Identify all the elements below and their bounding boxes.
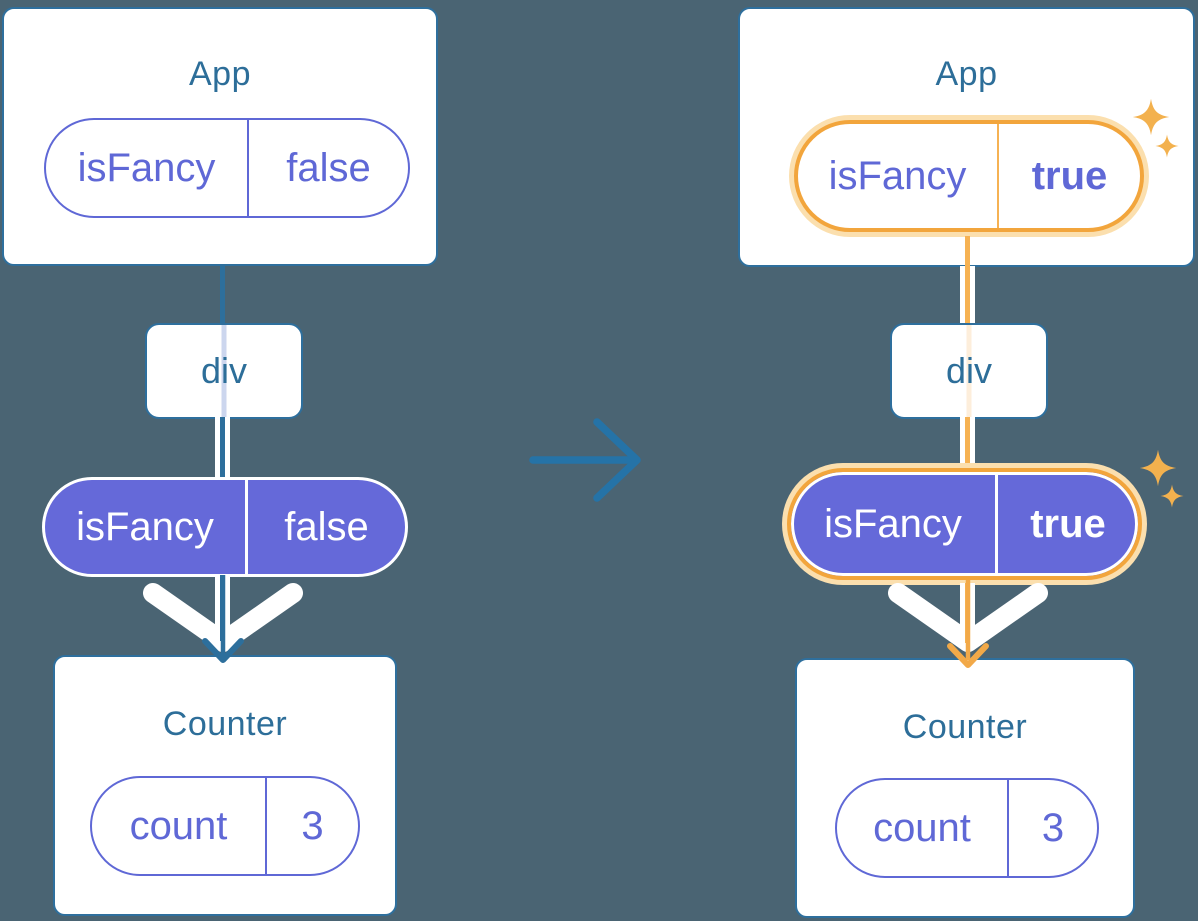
flow-arrow-icon-highlighted (947, 580, 989, 668)
prop-value: false (286, 145, 371, 190)
counter-card: Counter count 3 (795, 658, 1135, 918)
prop-name: isFancy (798, 124, 999, 228)
transition-arrow-icon (529, 418, 641, 502)
sparkle-icon-small (1155, 134, 1179, 158)
sparkle-icon-large (1139, 449, 1177, 487)
sparkle-icon-large (1132, 98, 1170, 136)
div-label: div (945, 350, 993, 391)
prop-pill: isFancy false (44, 118, 410, 218)
passed-prop-name: isFancy (791, 472, 998, 576)
passed-prop-value: false (284, 504, 369, 549)
div-label: div (200, 350, 248, 391)
passed-prop-value: true (1030, 501, 1106, 546)
passed-prop-name: isFancy (45, 480, 248, 574)
prop-name: isFancy (46, 120, 249, 216)
counter-title: Counter (162, 705, 288, 743)
app-title: App (189, 55, 251, 93)
sparkle-icon-small (1160, 484, 1184, 508)
state-name: count (92, 778, 267, 874)
state-name: count (837, 780, 1009, 876)
prop-pill-highlighted: isFancy true (794, 120, 1144, 232)
prop-flow-band-highlighted (960, 266, 975, 325)
counter-card: Counter count 3 (53, 655, 397, 916)
div-box: div (145, 323, 303, 419)
prop-passthrough-line-highlighted (966, 325, 972, 417)
app-div-connector (220, 264, 225, 325)
prop-passthrough-line (221, 325, 227, 417)
passed-prop-pill-highlighted: isFancy true (787, 468, 1142, 580)
app-card: App isFancy false (2, 7, 438, 266)
app-card: App isFancy true (738, 7, 1195, 267)
app-title: App (935, 55, 998, 93)
prop-connector-highlighted (965, 236, 970, 270)
prop-flow-band (215, 417, 230, 478)
div-box: div (890, 323, 1048, 419)
prop-value: true (1031, 153, 1108, 198)
state-pill: count 3 (90, 776, 360, 876)
passed-prop-pill: isFancy false (42, 477, 408, 577)
prop-flow-band-highlighted (960, 417, 975, 473)
state-value: 3 (1041, 805, 1065, 850)
state-value: 3 (301, 803, 324, 848)
flow-arrow-icon (202, 575, 244, 663)
counter-title: Counter (902, 708, 1028, 746)
state-pill: count 3 (835, 778, 1099, 878)
